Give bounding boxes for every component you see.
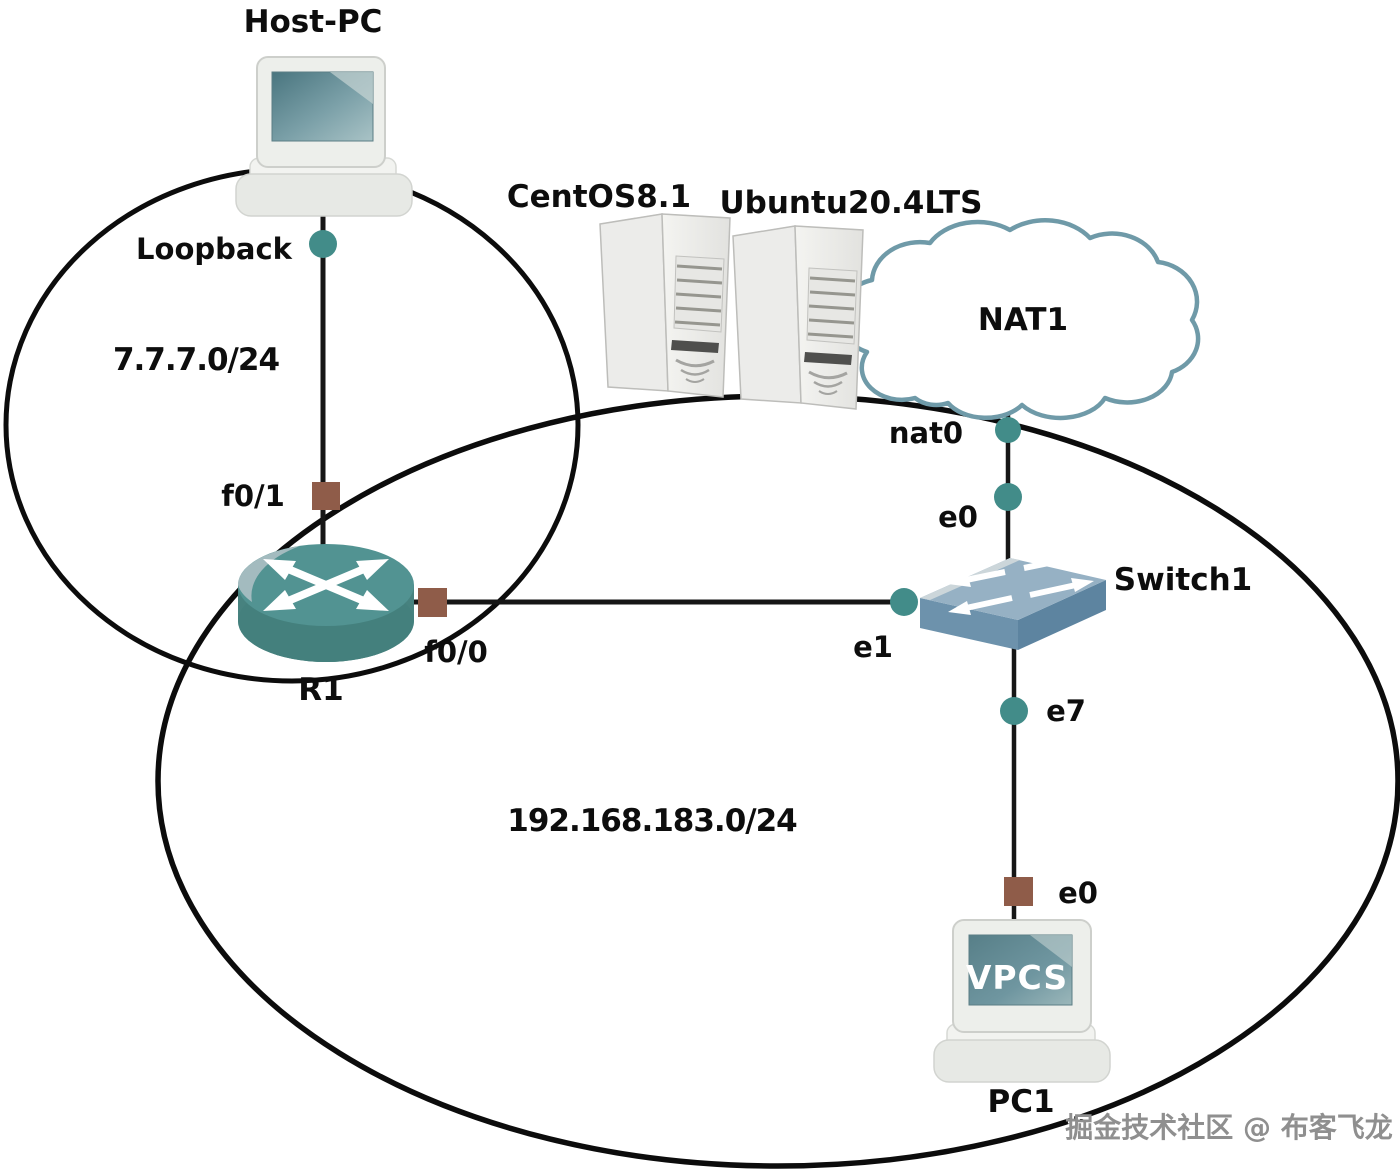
- e0-pc1-label: e0: [1058, 876, 1098, 910]
- server-wave: [675, 358, 715, 368]
- e1-connector-dot: [890, 588, 918, 616]
- server-wave: [680, 368, 710, 376]
- f0-0-connector-square: [418, 588, 447, 617]
- f0-1-connector-square: [312, 482, 340, 510]
- computer-node-host-pc[interactable]: Host-PC: [235, 4, 413, 217]
- vent-slat: [808, 318, 855, 325]
- vent-slat: [676, 278, 723, 285]
- vent-slat: [675, 306, 722, 313]
- server-drive-slot: [671, 340, 719, 353]
- vent-slat: [674, 320, 721, 327]
- e0-switch-label: e0: [938, 500, 978, 534]
- r1-label: R1: [298, 672, 343, 708]
- server-vent-panel: [673, 255, 725, 333]
- e7-label: e7: [1046, 694, 1086, 728]
- screen-glare: [1030, 935, 1072, 967]
- switch-arrows-icon: [948, 552, 1094, 615]
- server-side-face: [599, 213, 669, 392]
- switch-front-face: [920, 598, 1018, 650]
- vent-slat: [675, 292, 722, 299]
- server-drive-slot: [804, 352, 852, 365]
- e0-pc1-connector-square: [1004, 877, 1033, 906]
- watermark-highlight: 掘金技术社区 @ 布客飞龙: [1067, 1113, 1395, 1146]
- screen-glare: [330, 72, 373, 104]
- vent-slat: [676, 264, 723, 271]
- server-wave: [818, 390, 838, 395]
- network-ellipse-192168183: [155, 393, 1400, 1169]
- ubuntu-label: Ubuntu20.4LTS: [720, 185, 983, 221]
- e1-label: e1: [853, 630, 893, 664]
- e0-switch-connector-dot: [994, 483, 1022, 511]
- server-node-centos[interactable]: CentOS8.1: [507, 179, 731, 398]
- cloud-node-nat1[interactable]: NAT1: [836, 218, 1201, 421]
- server-side-face: [732, 225, 802, 404]
- loopback-connector-dot: [309, 230, 337, 258]
- server-wave: [685, 378, 705, 383]
- server-node-ubuntu[interactable]: Ubuntu20.4LTS: [720, 185, 983, 410]
- vent-slat: [809, 276, 856, 283]
- switch1-label: Switch1: [1114, 562, 1252, 598]
- server-wave: [813, 380, 843, 388]
- vent-slat: [807, 332, 854, 339]
- server-wave: [808, 370, 848, 380]
- watermark-text: 掘金技术社区 @ 布客飞龙: [1065, 1111, 1393, 1144]
- centos-label: CentOS8.1: [507, 179, 691, 215]
- host-pc-label: Host-PC: [244, 4, 383, 40]
- f0-0-label: f0/0: [424, 635, 488, 669]
- loopback-label: Loopback: [136, 232, 293, 266]
- router-node-r1[interactable]: R1: [238, 544, 414, 708]
- vent-slat: [808, 304, 855, 311]
- f0-1-label: f0/1: [221, 479, 285, 513]
- server-vent-panel: [806, 267, 858, 345]
- vpcs-screen-text: VPCS: [966, 958, 1068, 997]
- vent-slat: [809, 290, 856, 297]
- router-top-highlight: [238, 546, 300, 602]
- network-777-label: 7.7.7.0/24: [113, 342, 280, 378]
- router-arrows-icon: [263, 559, 389, 611]
- pc1-label: PC1: [987, 1084, 1054, 1120]
- vpcs-node-pc1[interactable]: VPCS PC1: [933, 919, 1111, 1120]
- nat0-connector-dot: [995, 417, 1021, 443]
- watermark: 掘金技术社区 @ 布客飞龙 掘金技术社区 @ 布客飞龙: [1065, 1111, 1395, 1146]
- switch-right-face: [1018, 580, 1106, 650]
- nat0-label: nat0: [889, 416, 963, 450]
- switch-node-switch1[interactable]: Switch1: [920, 552, 1252, 650]
- computer-base: [933, 1039, 1111, 1083]
- e7-connector-dot: [1000, 697, 1028, 725]
- nat1-label: NAT1: [978, 302, 1068, 338]
- computer-base: [235, 173, 413, 217]
- network-192-label: 192.168.183.0/24: [507, 803, 797, 839]
